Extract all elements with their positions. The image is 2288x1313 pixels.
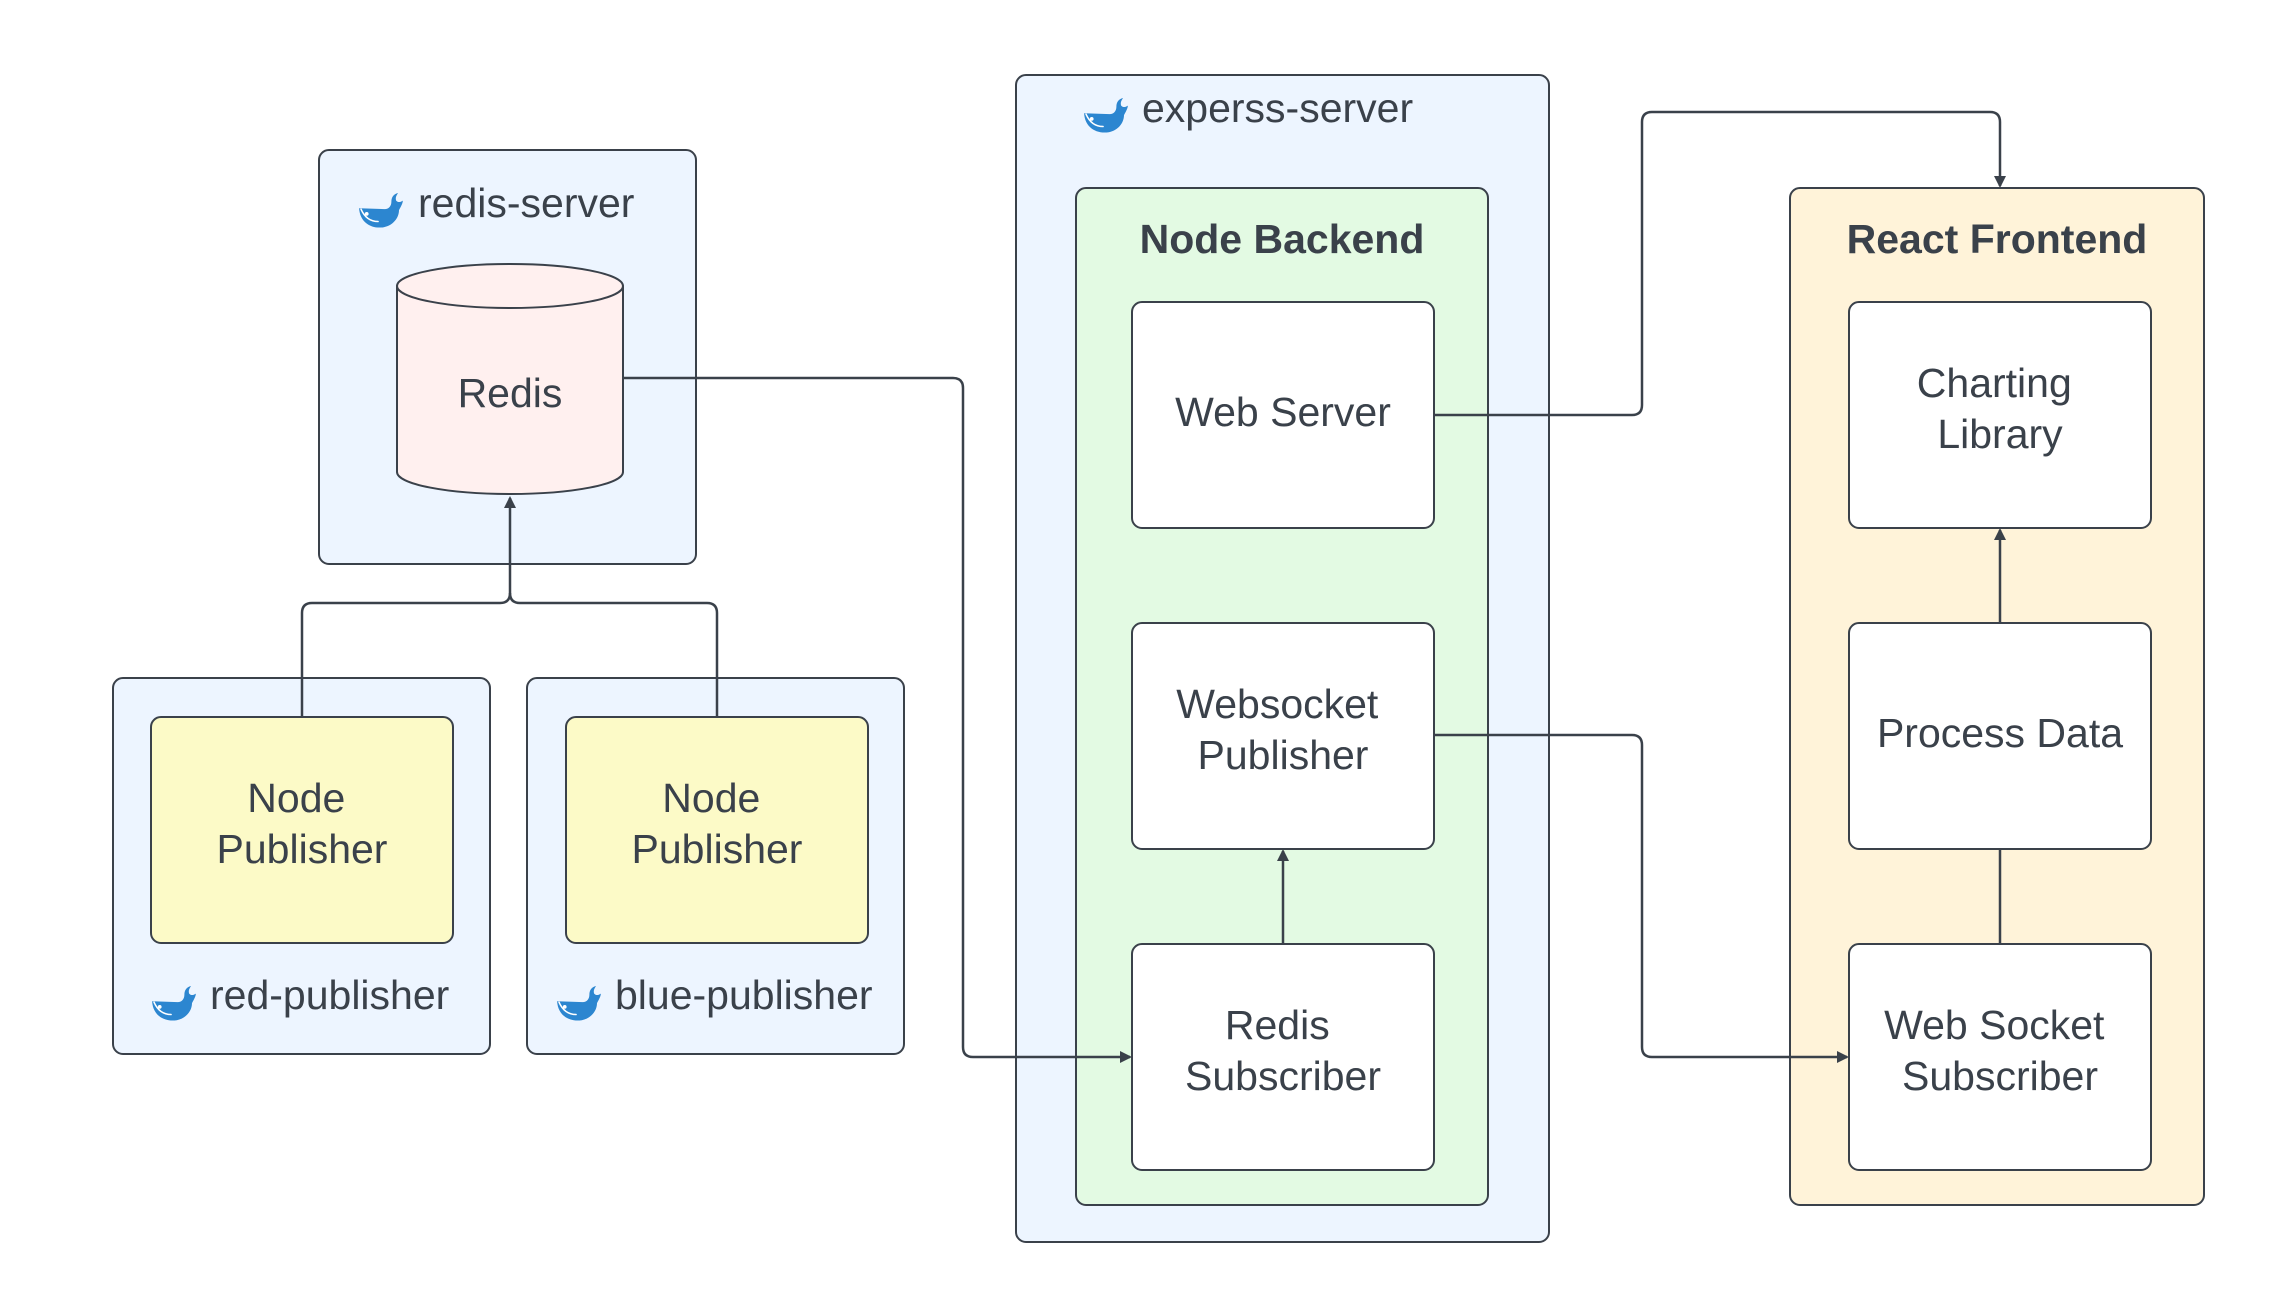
web-server-label: Web Server [1175,389,1391,435]
red-node-publisher-label: Node Publisher [217,775,388,872]
blue-publisher-to-redis-connector [508,592,719,717]
blue-publisher-label: blue-publisher [615,972,873,1018]
process-data-label: Process Data [1877,710,2123,756]
blue-node-publisher-label: Node Publisher [632,775,803,872]
redis-cylinder-top [396,263,624,309]
redis-label: Redis [458,370,563,416]
redis-server-label: redis-server [418,180,634,226]
websocket-publisher-label: Websocket Publisher [1176,681,1389,778]
web-socket-subscriber-label: Web Socket Subscriber [1884,1002,2116,1099]
redis-to-redis-subscriber-connector [623,376,1132,1063]
react-frontend-title: React Frontend [1847,216,2148,262]
redis-cylinder [396,286,624,495]
websocket-publisher-to-web-socket-subscriber-connector [1434,733,1849,1063]
express-server-label: experss-server [1142,85,1413,131]
red-publisher-label: red-publisher [210,972,449,1018]
redis-subscriber-label: Redis Subscriber [1185,1002,1381,1099]
web-server-to-react-frontend-connector [1434,110,2006,417]
charting-library-label: Charting Library [1917,360,2083,457]
node-backend-title: Node Backend [1140,216,1425,262]
